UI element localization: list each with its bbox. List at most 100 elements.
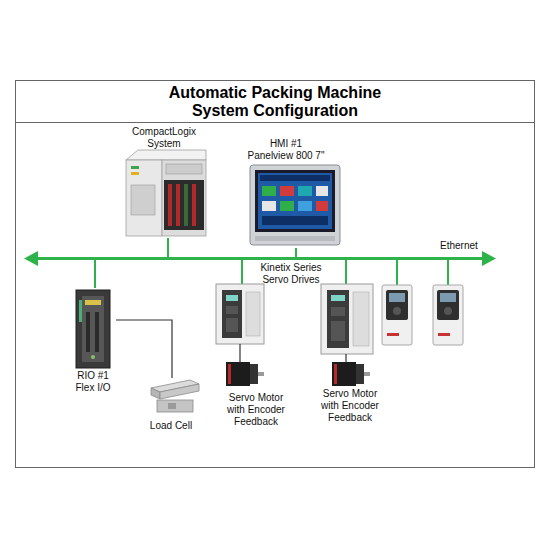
node-label: Servo Motor with Encoder Feedback (225, 392, 287, 428)
signal-wire (116, 320, 172, 378)
motor-body (332, 362, 356, 386)
drive-panel (327, 290, 349, 348)
hmi-button (280, 186, 294, 196)
rio-slot (95, 312, 99, 352)
hmi-button (316, 186, 328, 196)
hmi-node: HMI #1Panelview 800 7" (246, 136, 344, 248)
network-drop (295, 248, 297, 257)
drive-body (216, 284, 264, 344)
rio-stripe (79, 300, 82, 322)
vfd-display (440, 293, 456, 302)
node-sublabel: Panelview 800 7" (246, 150, 326, 162)
rio-slot (86, 312, 90, 352)
hmi-button (298, 201, 312, 211)
vfd-display (389, 293, 405, 302)
hmi-button (262, 186, 276, 196)
hmi-strip (255, 236, 335, 241)
drive-heatsink (246, 292, 260, 336)
hmi-screen (258, 173, 332, 229)
ethernet-bus: Ethernet (36, 257, 484, 260)
network-drop (94, 260, 96, 288)
plc-picture (126, 150, 206, 236)
plc-body (126, 160, 162, 236)
plc-top (126, 150, 206, 160)
motor-body (226, 362, 250, 386)
servo-motor-picture (226, 362, 264, 386)
hmi-button (316, 201, 328, 211)
drive-panel (222, 290, 242, 338)
servo-motor-node: Servo Motor with Encoder Feedback (220, 356, 292, 430)
rio-panel (82, 296, 104, 362)
load-cell-hole (168, 403, 176, 409)
motor-cable (239, 344, 240, 362)
vfd-picture (433, 285, 463, 345)
load-cell-side (151, 388, 160, 399)
servo-drive-picture (216, 284, 264, 344)
node-label: CompactLogix System (118, 126, 210, 150)
vfd-logo (438, 333, 450, 336)
motor-flange (356, 364, 364, 384)
vfd-keypad (386, 290, 408, 320)
plc-led (131, 172, 139, 175)
motor-stripe (334, 364, 337, 384)
hmi-button (298, 186, 312, 196)
plc-terminal (168, 184, 172, 226)
motor-stripe (228, 364, 231, 384)
load-cell-node: Load Cell (140, 378, 202, 436)
drive-connector (226, 318, 238, 332)
title-band: Automatic Packing Machine System Configu… (15, 81, 535, 122)
drive-connector (331, 321, 345, 341)
drive-body (321, 284, 373, 354)
diagram-title: Automatic Packing Machine System Configu… (159, 84, 391, 120)
vfd-body (433, 285, 463, 345)
rio-led (91, 355, 95, 359)
rio-tag (85, 300, 101, 305)
motor-flange (250, 364, 258, 384)
network-drop (447, 259, 449, 285)
node-label: Ethernet (440, 240, 488, 252)
plc-terminal (176, 184, 180, 226)
plc-io-block (164, 180, 204, 230)
hmi-status-bar (262, 216, 328, 225)
hmi-frame (255, 170, 335, 232)
node-label: HMI #1 (246, 138, 326, 150)
vfd-picture (382, 285, 412, 345)
load-cell-front (160, 384, 199, 399)
drive-heatsink (353, 292, 369, 346)
hmi-banner (260, 175, 330, 181)
servo-motor-picture (332, 362, 370, 386)
node-label: Load Cell (140, 420, 202, 432)
hmi-button (262, 201, 276, 211)
motor-shaft (364, 372, 370, 376)
frame-border (16, 81, 535, 468)
plc-terminal (184, 184, 188, 226)
servo-motor-node: Servo Motor with Encoder Feedback (314, 356, 386, 430)
plc-node: CompactLogix System (118, 124, 210, 238)
rio-picture (76, 290, 110, 368)
remote-io-node: RIO #1Flex I/O (70, 288, 116, 398)
plc-led (131, 166, 139, 169)
node-label: Servo Motor with Encoder Feedback (319, 388, 381, 424)
hmi-bezel (250, 165, 340, 245)
drive-connector (226, 306, 238, 314)
vfd-logo (387, 333, 399, 336)
hmi-picture (250, 165, 340, 245)
motor-shaft (258, 372, 264, 376)
rio-body (76, 290, 110, 368)
network-drop (396, 259, 398, 285)
vfd-dial (393, 307, 401, 315)
plc-panel (131, 185, 155, 215)
title-divider (16, 122, 535, 123)
bus-arrowhead (482, 251, 496, 266)
vfd-body (382, 285, 412, 345)
drive-connector (331, 307, 345, 316)
motor-cable (345, 354, 346, 362)
plc-header (166, 164, 202, 174)
node-sublabel: Flex I/O (66, 382, 120, 394)
plc-body (162, 160, 206, 236)
network-drop (241, 259, 243, 284)
network-drop (167, 238, 169, 257)
group-label: Kinetix Series Servo Drives (256, 262, 326, 286)
